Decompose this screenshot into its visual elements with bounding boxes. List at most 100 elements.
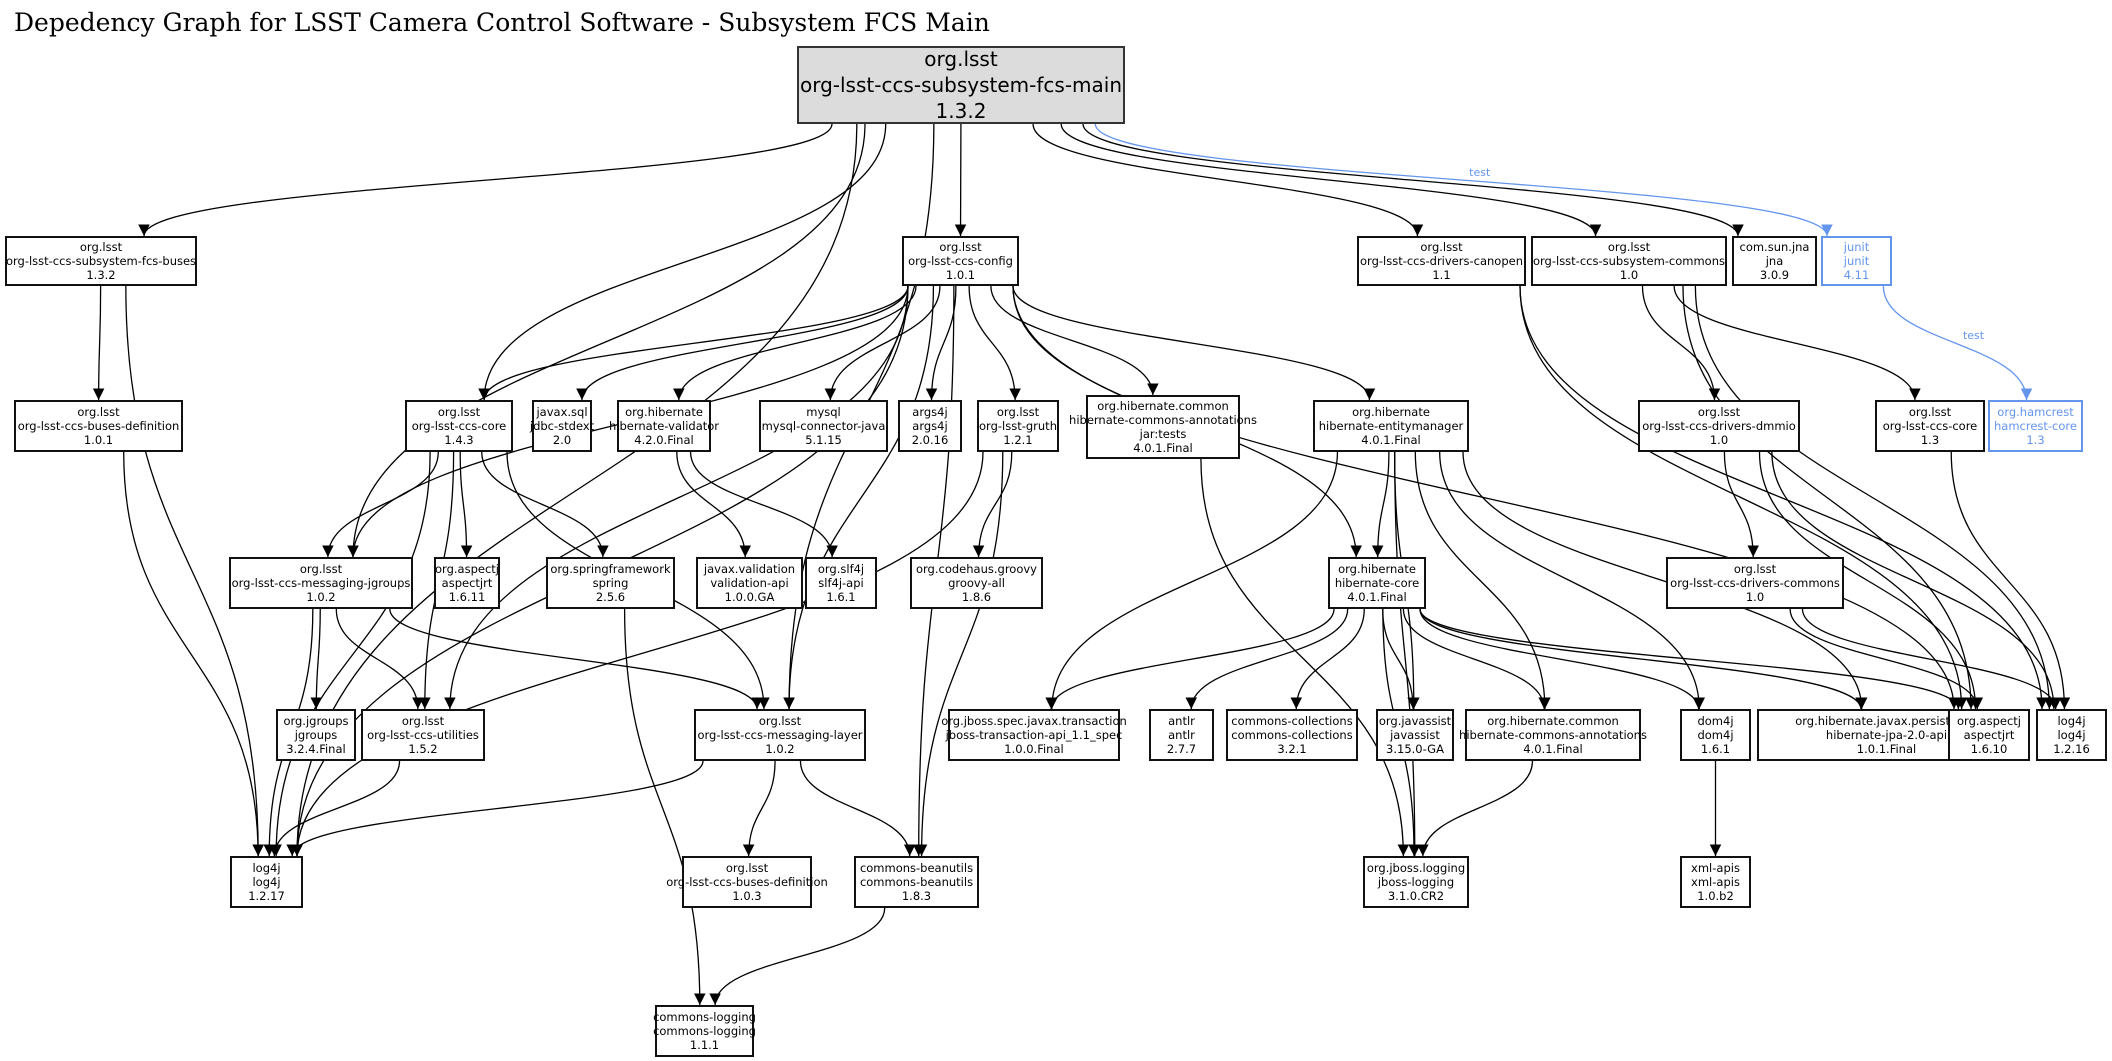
node-version: 1.0.1.Final	[1856, 742, 1917, 756]
node-group: commons-logging	[653, 1010, 756, 1024]
node-group: org.lsst	[924, 47, 998, 71]
node-artifact: junit	[1843, 254, 1870, 268]
node-group: com.sun.jna	[1739, 240, 1810, 254]
node-artifact: org-lsst-ccs-buses-definition	[666, 875, 828, 889]
node-version: 3.1.0.CR2	[1387, 889, 1445, 903]
dependency-edge-fcs-main-to-jna	[1082, 123, 1744, 237]
edge-scope-label: test	[1469, 166, 1491, 179]
node-version: 2.0.16	[911, 433, 949, 447]
dependency-edge-hib-core-to-javassist	[1382, 608, 1419, 710]
node-version: 4.0.1.Final	[1347, 590, 1407, 604]
node-artifact: hibernate-entitymanager	[1318, 419, 1464, 433]
node-group: antlr	[1168, 714, 1195, 728]
node-group: org.lsst	[77, 405, 120, 419]
dependency-edge-canopen-to-log4j-1216	[1519, 285, 2048, 710]
node-artifact: org-lsst-ccs-config	[908, 254, 1013, 268]
node-group: org.slf4j	[817, 562, 865, 576]
dependency-edge-msg-jgroups-to-msg-layer	[389, 608, 763, 710]
node-group: dom4j	[1697, 714, 1734, 728]
node-group: org.lsst	[939, 240, 982, 254]
dependency-edge-hib-core-to-dom4j	[1419, 608, 1705, 710]
node-version: 2.7.7	[1166, 742, 1197, 756]
dependency-edge-fcs-main-to-junit	[1094, 123, 1833, 237]
dependency-edge-config-to-utilities	[444, 285, 909, 710]
node-group: org.lsst	[996, 405, 1040, 419]
node-version: 1.5.2	[408, 742, 438, 756]
node-artifact: org-lsst-ccs-messaging-layer	[697, 728, 863, 742]
node-group: org.lsst	[401, 714, 445, 728]
node-artifact: log4j	[2057, 728, 2086, 742]
node-version: 1.3	[2026, 433, 2045, 447]
node-version: 1.3.2	[86, 268, 116, 282]
dependency-edge-config-to-hca-tests	[990, 285, 1159, 396]
node-version: 1.3.2	[935, 99, 987, 123]
node-version: 1.0.0.GA	[724, 590, 775, 604]
dependency-edge-core-143-to-log4j-1217	[270, 451, 431, 857]
node-group: log4j	[2057, 714, 2086, 728]
node-group: junit	[1843, 240, 1870, 254]
node-group: org.lsst	[79, 240, 123, 254]
dependency-edge-config-to-entitymanager	[1012, 285, 1376, 401]
node-version: 1.0	[1745, 590, 1765, 604]
dependency-edge-msg-layer-to-beanutils	[799, 760, 916, 857]
dependency-edge-gruth-to-log4j-1217	[291, 451, 984, 857]
dependency-edge-core-143-to-aspectjrt-1611	[459, 451, 473, 558]
node-group: org.hibernate	[625, 405, 703, 419]
node-group: org.lsst	[1607, 240, 1651, 254]
dependency-edge-hib-core-to-collections	[1290, 608, 1365, 710]
dependency-edge-msg-layer-to-log4j-1217	[286, 760, 704, 857]
dependency-edge-dmmio-to-drv-commons	[1723, 451, 1760, 558]
dependency-edge-hib-core-to-jpa	[1419, 608, 1867, 710]
dependency-edge-msg-jgroups-to-jgroups	[310, 608, 323, 710]
dependency-edge-entitymanager-to-jpa	[1462, 451, 1868, 710]
dependency-edge-fcs-main-to-sub-commons	[1060, 123, 1602, 237]
dependency-edge-sub-commons-to-log4j-1216	[1694, 285, 2056, 710]
dependency-edge-config-to-gruth	[968, 285, 1021, 401]
node-version: 1.0.0.Final	[1004, 742, 1064, 756]
